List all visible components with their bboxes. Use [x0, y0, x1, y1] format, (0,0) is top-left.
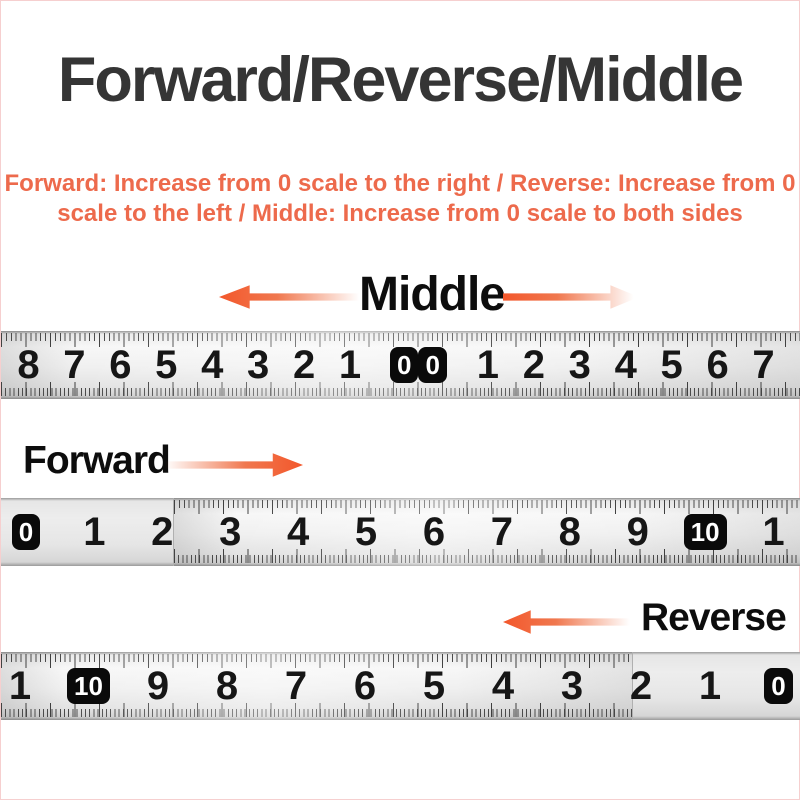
ruler-number: 4: [614, 343, 637, 387]
ruler-ticks-top: [1, 333, 800, 347]
ruler-number: 7: [752, 343, 774, 387]
ruler-number: 7: [284, 664, 307, 708]
tape-scale-area: [1, 652, 633, 720]
middle-arrow-right-icon: [503, 285, 639, 309]
ruler-number: 3: [560, 664, 583, 708]
ruler-number: 5: [660, 343, 683, 387]
ruler-number: 1: [476, 343, 499, 387]
ruler-number: 1: [698, 664, 721, 708]
ruler-number: 7: [63, 343, 85, 387]
ruler-number: 2: [292, 343, 315, 387]
ruler-number-boxed: 0: [764, 668, 793, 704]
ruler-number: 8: [17, 343, 39, 387]
forward-label: Forward: [23, 439, 171, 482]
ruler-ticks-bottom: [1, 703, 632, 717]
ruler-number: 5: [422, 664, 445, 708]
ruler-number: 3: [219, 510, 241, 554]
ruler-number-boxed: 0: [418, 347, 447, 383]
page-title: Forward/Reverse/Middle: [57, 45, 744, 115]
ruler-number: 4: [491, 664, 514, 708]
ruler-number: 6: [706, 343, 728, 387]
ruler-number: 6: [353, 664, 376, 708]
subtitle-line-2: scale to the left / Middle: Increase fro…: [57, 200, 743, 227]
ruler-number-boxed: 10: [67, 668, 110, 704]
ruler-number: 1: [83, 510, 105, 554]
ruler-number: 6: [109, 343, 131, 387]
subtitle-line-1: Forward: Increase from 0 scale to the ri…: [4, 170, 796, 197]
ruler-number: 1: [8, 664, 31, 708]
reverse-label: Reverse: [641, 596, 787, 639]
ruler-forward: 0 1 2 3 4 5 6 7 8 9 10 1: [1, 498, 800, 566]
ruler-number: 6: [422, 510, 445, 554]
reverse-arrow-icon: [503, 610, 635, 634]
ruler-number: 8: [215, 664, 238, 708]
ruler-ticks-top: [1, 654, 632, 668]
ruler-number-boxed: 0: [11, 514, 41, 550]
ruler-ticks-bottom: [174, 549, 800, 563]
ruler-number-boxed: 0: [390, 347, 419, 383]
ruler-number: 7: [490, 510, 513, 554]
middle-arrow-left-icon: [219, 285, 365, 309]
ruler-number: 4: [286, 510, 309, 554]
ruler-number: 2: [522, 343, 545, 387]
ruler-number: 9: [146, 664, 169, 708]
forward-arrow-icon: [159, 453, 303, 477]
ruler-ticks-bottom: [1, 382, 800, 396]
ruler-number: 5: [155, 343, 177, 387]
ruler-number: 3: [247, 343, 269, 387]
middle-label: Middle: [359, 268, 506, 321]
ruler-number: 2: [151, 510, 173, 554]
ruler-number: 3: [568, 343, 591, 387]
ruler-number: 9: [626, 510, 649, 554]
ruler-number: 5: [354, 510, 377, 554]
ruler-numbers: 0 1 2 3 4 5 6 7 8 9 10 1: [1, 498, 800, 566]
ruler-number: 1: [338, 343, 361, 387]
ruler-number: 2: [629, 664, 652, 708]
ruler-number: 8: [558, 510, 581, 554]
ruler-number: 1: [762, 510, 784, 554]
ruler-number: 4: [201, 343, 223, 387]
ruler-number-boxed: 10: [683, 514, 727, 550]
ruler-ticks-top: [174, 500, 800, 514]
